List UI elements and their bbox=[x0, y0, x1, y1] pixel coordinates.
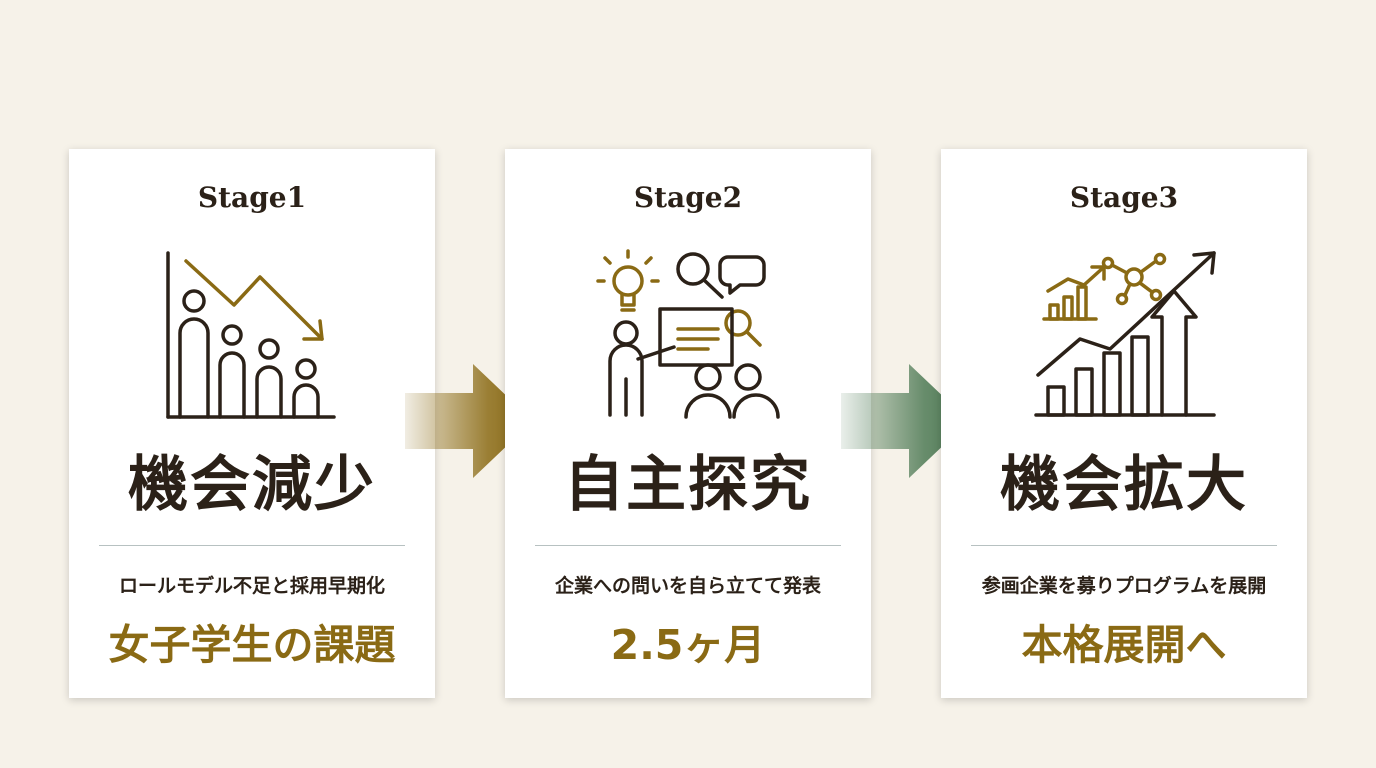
divider bbox=[971, 545, 1277, 546]
divider bbox=[99, 545, 405, 546]
stage-heading: 機会減少 bbox=[128, 450, 376, 520]
divider bbox=[535, 545, 841, 546]
stage-label: Stage1 bbox=[197, 181, 307, 214]
declining-chart-people-icon bbox=[166, 251, 336, 419]
stage-description: ロールモデル不足と採用早期化 bbox=[118, 575, 385, 597]
stage-heading: 自主探究 bbox=[564, 450, 812, 520]
right-arrow-icon bbox=[841, 364, 969, 478]
stage-highlight: 2.5ヶ月 bbox=[610, 621, 766, 669]
stage-highlight: 女子学生の課題 bbox=[108, 621, 396, 669]
stage-label: Stage2 bbox=[633, 181, 743, 214]
stage-description: 参画企業を募りプログラムを展開 bbox=[981, 575, 1267, 597]
stage-heading: 機会拡大 bbox=[1000, 450, 1248, 520]
stage-card-3: Stage3 機会拡大 bbox=[941, 149, 1307, 698]
stage-description: 企業への問いを自ら立てて発表 bbox=[554, 575, 821, 597]
stage-highlight: 本格展開へ bbox=[1021, 621, 1227, 669]
stage-label: Stage3 bbox=[1069, 181, 1179, 214]
growth-chart-icon bbox=[1034, 251, 1216, 417]
stage-card-2: Stage2 bbox=[505, 149, 871, 698]
presentation-research-icon bbox=[596, 249, 780, 419]
stage-card-1: Stage1 機会減少 ロールモデル不足と採用早期化 女子学生の課題 bbox=[69, 149, 435, 698]
right-arrow-icon bbox=[405, 364, 533, 478]
